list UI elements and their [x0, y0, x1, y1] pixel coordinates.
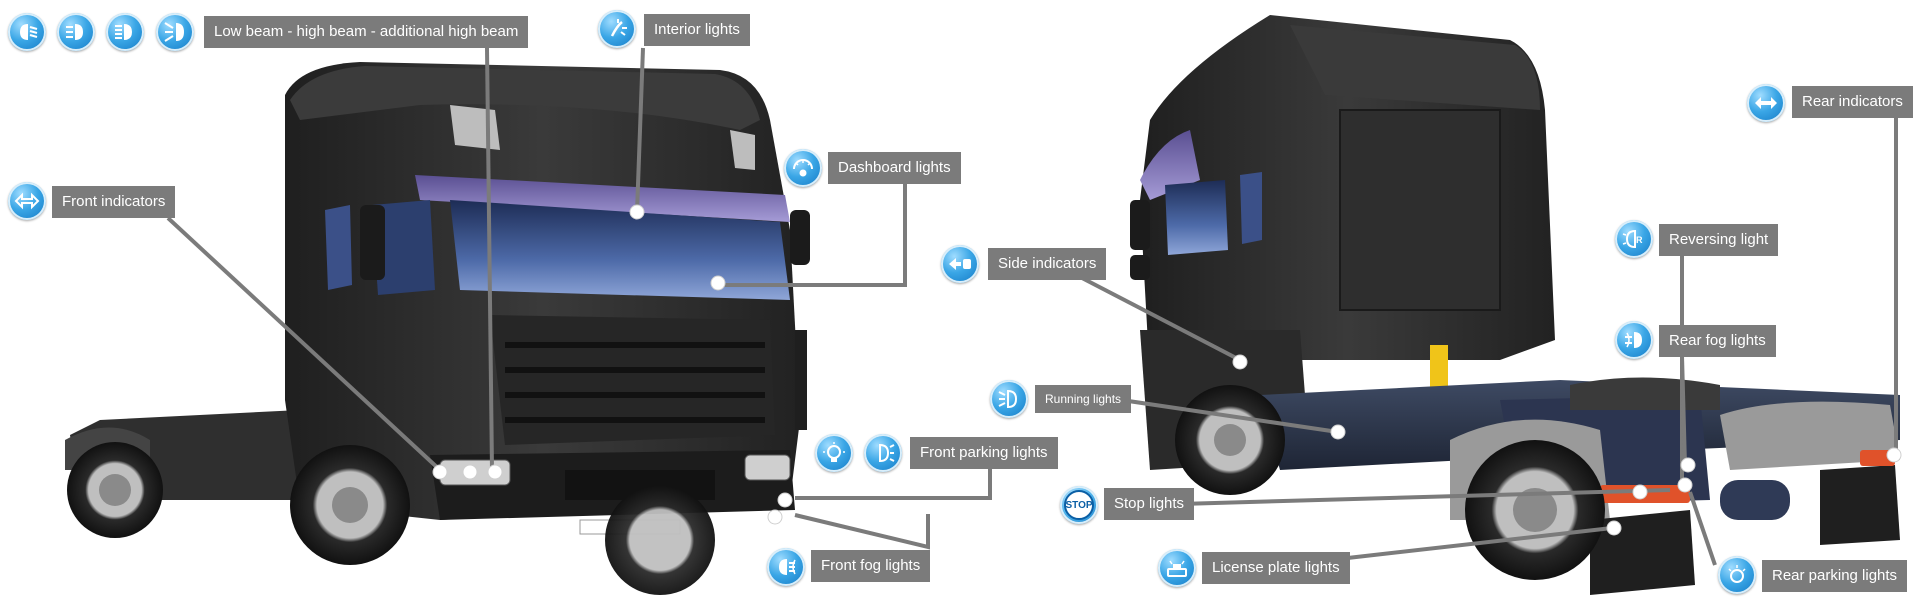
running-lights-label: Running lights [1035, 385, 1132, 413]
rear-parking-icon [1718, 556, 1756, 594]
dashboard-light-icon [784, 149, 822, 187]
side-indicator-point [1232, 354, 1248, 370]
reversing-light-icon: R [1615, 220, 1653, 258]
stop-light-icon: STOP [1060, 486, 1098, 524]
low-beam-point [462, 464, 478, 480]
rear-fog-icon [1615, 321, 1653, 359]
stop-lights-label: Stop lights [1104, 488, 1195, 520]
rear-fog-light-point [1680, 457, 1696, 473]
parking-bulb-icon [815, 434, 853, 472]
front-fog-light-point [767, 509, 783, 525]
license-plate-lights-label: License plate lights [1202, 552, 1350, 584]
stop-light-point [1632, 484, 1648, 500]
additional-high-beam-icon [106, 13, 144, 51]
dashboard-lights-label: Dashboard lights [828, 152, 961, 184]
front-indicator-point [432, 464, 448, 480]
front-truck [65, 62, 810, 595]
reversing-light-point [1677, 477, 1693, 493]
front-indicators-label: Front indicators [52, 186, 176, 218]
rear-fog-lights-label: Rear fog lights [1659, 325, 1776, 357]
license-plate-light-point [1606, 520, 1622, 536]
front-fog-icon [767, 548, 805, 586]
rear-indicator-icon [1747, 84, 1785, 122]
running-light-icon [990, 380, 1028, 418]
parking-lamp-icon [864, 434, 902, 472]
front-parking-light-point [777, 492, 793, 508]
leader-lines [166, 47, 1898, 566]
interior-light-point [629, 204, 645, 220]
interior-light-icon [598, 10, 636, 48]
reversing-light-label: Reversing light [1659, 224, 1779, 256]
stop-icon-text: STOP [1064, 490, 1094, 520]
side-indicator-icon [941, 245, 979, 283]
side-indicators-label: Side indicators [988, 248, 1107, 280]
interior-lights-label: Interior lights [644, 14, 750, 46]
light-points [432, 204, 1902, 536]
high-beam-icon [57, 13, 95, 51]
front-fog-lights-label: Front fog lights [811, 550, 931, 582]
low-beam-icon [8, 13, 46, 51]
rear-indicator-point [1886, 447, 1902, 463]
svg-text:R: R [1636, 235, 1643, 245]
license-plate-icon [1158, 549, 1196, 587]
running-light-point [1330, 424, 1346, 440]
rear-parking-lights-label: Rear parking lights [1762, 560, 1908, 592]
front-parking-lights-label: Front parking lights [910, 437, 1058, 469]
dashboard-light-point [710, 275, 726, 291]
low-high-beam-label: Low beam - high beam - additional high b… [204, 16, 529, 48]
headlight-beam-icon [156, 13, 194, 51]
high-beam-point [487, 464, 503, 480]
rear-indicators-label: Rear indicators [1792, 86, 1913, 118]
front-indicator-icon [8, 182, 46, 220]
